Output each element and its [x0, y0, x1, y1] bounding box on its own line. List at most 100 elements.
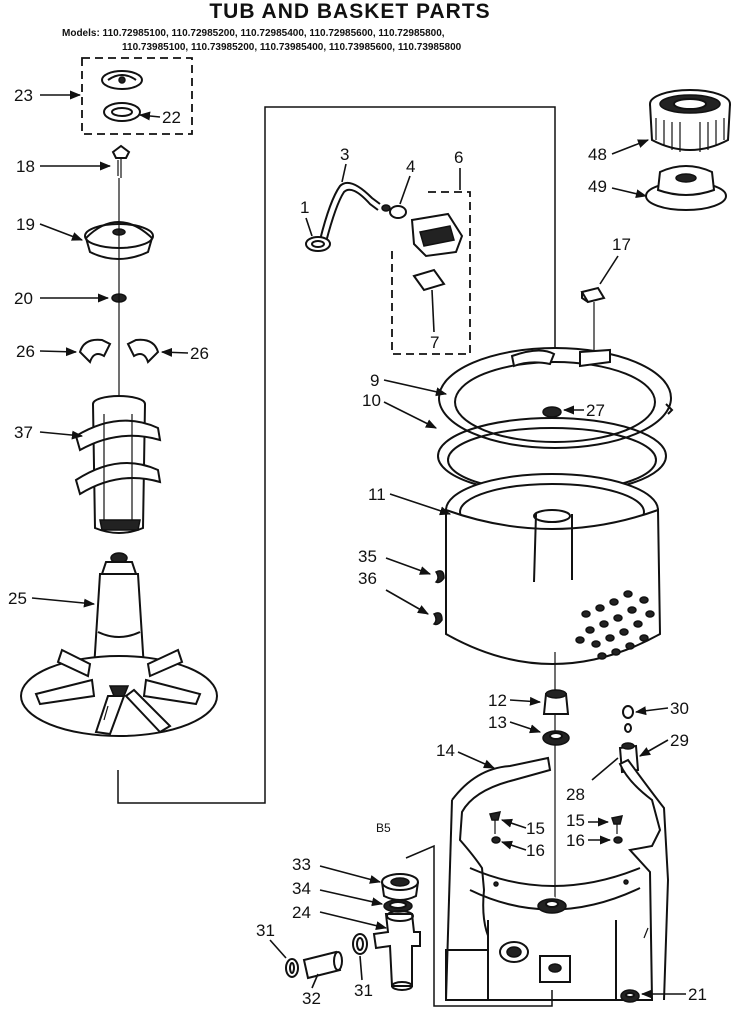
leader-15-left: [500, 818, 527, 829]
callout-11: 11: [368, 485, 386, 504]
part-16-washer-left: [491, 836, 501, 844]
part-17-block: [580, 286, 606, 304]
leader-9: [383, 379, 448, 397]
callout-7: 7: [430, 333, 439, 352]
leader-32: [311, 973, 319, 989]
leader-36: [385, 589, 429, 615]
part-48-cap: [649, 89, 731, 152]
models-line-2: 110.73985100, 110.73985200, 110.73985400…: [122, 42, 462, 53]
part-27-nut: [542, 406, 562, 418]
callout-20: 20: [14, 289, 33, 308]
part-13-seal: [542, 730, 570, 746]
callout-28: 28: [566, 785, 585, 804]
leader-35: [385, 557, 432, 575]
part-30-grommet: [622, 705, 634, 719]
callout-26-right: 26: [190, 344, 209, 363]
leader-31-right: [359, 955, 363, 981]
leader-12: [509, 696, 542, 706]
callout-48: 48: [588, 145, 607, 164]
callout-14: 14: [436, 741, 455, 760]
part-12-bearing: [542, 689, 570, 715]
part-21-nut-hole: [625, 992, 635, 998]
part-28-tube: [591, 757, 619, 781]
leader-31-left: [269, 939, 287, 959]
leader-1: [305, 217, 313, 237]
assembly-frame: [117, 106, 556, 804]
part-15-screw-left: [489, 811, 502, 821]
callout-30: 30: [670, 699, 689, 718]
callout-1: 1: [300, 198, 309, 217]
callout-13: 13: [488, 713, 507, 732]
part-36-clip: [432, 612, 443, 626]
part-32-hose: [302, 950, 343, 980]
callout-32: 32: [302, 989, 321, 1008]
leader-19: [39, 223, 84, 241]
callout-49: 49: [588, 177, 607, 196]
leader-7: [431, 289, 435, 333]
callout-34: 34: [292, 879, 311, 898]
callout-29: 29: [670, 731, 689, 750]
callout-16-left: 16: [526, 841, 545, 860]
leader-16-left: [500, 840, 527, 851]
part-14-outer-tub: [445, 756, 670, 1001]
part-1-clamp: [305, 236, 331, 252]
part-4-washer: [381, 204, 407, 219]
part-49-cup: [645, 165, 727, 211]
callout-22: 22: [162, 108, 181, 127]
callout-31-left: 31: [256, 921, 275, 940]
callout-27: 27: [586, 401, 605, 420]
callout-4: 4: [406, 157, 415, 176]
leader-24: [319, 911, 388, 930]
leader-49: [611, 187, 648, 199]
callout-9: 9: [370, 371, 379, 390]
leader-25: [31, 597, 96, 608]
leader-26-left: [39, 347, 78, 357]
part-16-washer-right: [613, 836, 623, 844]
callout-21: 21: [688, 985, 707, 1004]
leader-29: [639, 739, 669, 757]
callout-18: 18: [16, 157, 35, 176]
callout-10: 10: [362, 391, 381, 410]
callout-23: 23: [14, 86, 33, 105]
callout-35: 35: [358, 547, 377, 566]
callout-15-left: 15: [526, 819, 545, 838]
callout-15-right: 15: [566, 811, 585, 830]
leader-4: [399, 175, 411, 205]
callout-6: 6: [454, 148, 463, 167]
callout-31-right: 31: [354, 981, 373, 1000]
callout-37: 37: [14, 423, 33, 442]
callout-16-right: 16: [566, 831, 585, 850]
leader-34: [319, 889, 384, 907]
leader-26-right: [160, 347, 189, 357]
leader-10: [383, 401, 438, 429]
callout-33: 33: [292, 855, 311, 874]
part-35-clip: [434, 570, 445, 584]
models-line-1: Models: 110.72985100, 110.72985200, 110.…: [62, 28, 445, 39]
leader-14: [457, 751, 496, 769]
leader-3: [341, 163, 347, 183]
callout-26-left: 26: [16, 342, 35, 361]
part-15-screw-right: [611, 815, 624, 825]
leader-30: [634, 706, 669, 716]
leader-33: [319, 865, 382, 884]
callout-24: 24: [292, 903, 311, 922]
diagram-title: TUB AND BASKET PARTS: [209, 0, 490, 23]
leader-48: [611, 139, 650, 155]
leader-17: [599, 255, 619, 285]
part-6-switch-kit: [391, 191, 471, 355]
drain-frame: [405, 844, 553, 1007]
part-33-coupling: [381, 873, 419, 901]
leader-22: [138, 111, 161, 121]
callout-17: 17: [612, 235, 631, 254]
part-9-tub-ring: [438, 347, 674, 449]
part-31-clamp-left: [285, 958, 299, 978]
basket-holes: [575, 590, 655, 660]
callout-19: 19: [16, 215, 35, 234]
part-29-ring: [624, 723, 632, 733]
part-37-auger: [74, 395, 162, 534]
leader-13: [509, 721, 542, 734]
callout-12: 12: [488, 691, 507, 710]
callout-3: 3: [340, 145, 349, 164]
part-3-hose: [319, 182, 381, 243]
